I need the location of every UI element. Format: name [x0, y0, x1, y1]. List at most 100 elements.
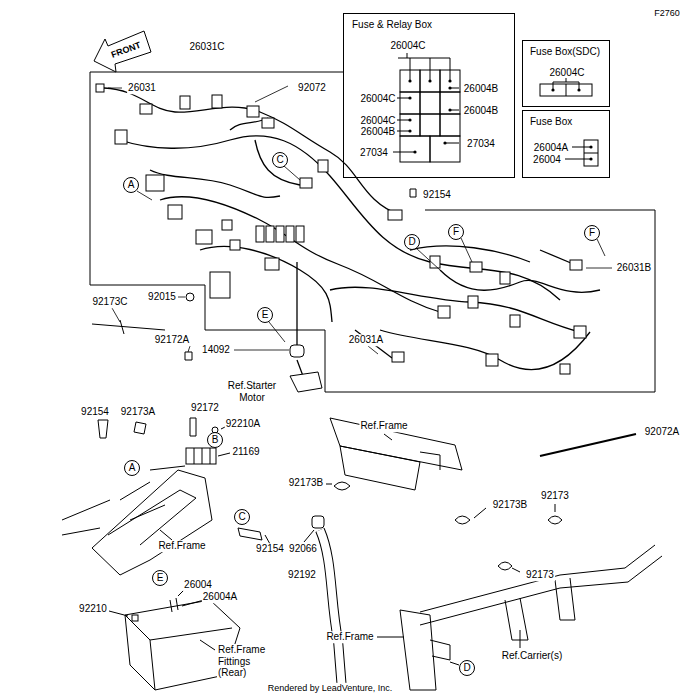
- wire-connector: [510, 315, 520, 327]
- wire-connector: [266, 226, 274, 242]
- wire-connector: [290, 345, 304, 357]
- fuse-grid: [430, 136, 460, 162]
- callout-circle: [449, 225, 464, 240]
- carrier-frame: [420, 556, 662, 625]
- part-label: 92173B: [492, 499, 528, 511]
- fuse-grid: [420, 114, 440, 136]
- harness-wire: [104, 88, 600, 376]
- wire-connector: [500, 272, 510, 284]
- part-label: Ref.Frame: [325, 631, 374, 643]
- frame-bracket: [92, 470, 212, 575]
- harness-wire: [160, 197, 440, 312]
- carrier-frame: [555, 578, 575, 620]
- part-number: 26004C: [549, 67, 584, 79]
- part-number: 27034: [360, 147, 388, 159]
- front-arrow: [94, 31, 151, 72]
- carrier-frame: [520, 630, 521, 648]
- part-number: 26004C: [360, 115, 395, 127]
- part-number: 26004B: [464, 83, 498, 95]
- harness-wire: [380, 330, 590, 370]
- part-label: 92154: [255, 543, 285, 555]
- callout-circle: [460, 661, 475, 676]
- harness-wire: [297, 360, 303, 376]
- part-label: 92173: [525, 569, 555, 581]
- part-label: Ref.Frame: [359, 420, 408, 432]
- part-label: 92066: [288, 543, 318, 555]
- callout-circle: [258, 308, 273, 323]
- frame-plate: [430, 640, 450, 660]
- leader-line: [255, 86, 288, 102]
- wire-connector: [300, 178, 312, 188]
- wire-connector: [286, 226, 294, 242]
- leader-line: [178, 297, 185, 298]
- frame-bracket: [160, 426, 270, 544]
- battery-box: [109, 588, 215, 650]
- leader-line: [461, 238, 472, 262]
- frame-tube: [384, 434, 392, 440]
- leader-line: [108, 86, 612, 354]
- frame-bracket: [194, 448, 210, 464]
- wire-connector: [392, 352, 404, 362]
- wire-connector: [262, 118, 274, 128]
- callout-circle: [273, 153, 288, 168]
- callout-circle: [585, 226, 600, 241]
- wire-connector: [196, 230, 212, 244]
- frame-tube: [540, 434, 636, 456]
- frame-tube: [304, 418, 636, 542]
- fuse-box-symbol: [589, 145, 592, 148]
- part-label: 92192: [287, 569, 317, 581]
- fuse-grid: [393, 53, 460, 162]
- carrier-frame: [420, 504, 662, 648]
- part-label: 26031C: [188, 41, 225, 53]
- part-label: 92173: [540, 490, 570, 502]
- wire-connector: [115, 130, 127, 144]
- fuse-grid: [393, 88, 459, 152]
- fuse-box-symbol: [565, 140, 598, 166]
- fuse-box-sdc-symbol: [553, 78, 579, 96]
- fuse-grid: [408, 79, 451, 153]
- fuse-box-sdc-symbol: [540, 78, 592, 96]
- leader-line: [416, 248, 440, 270]
- callout-circle: [235, 510, 250, 525]
- wire-connector: [574, 326, 586, 338]
- fuse-grid: [448, 79, 451, 82]
- fuse-box-symbol: [589, 145, 592, 160]
- callout-letter: F: [589, 227, 595, 239]
- fuse-grid: [443, 141, 446, 144]
- fuse-box: Fuse Box26004A26004: [522, 110, 610, 178]
- frame-tube: [326, 484, 332, 485]
- callout-letter: B: [207, 432, 223, 448]
- part-label: 92172A: [154, 334, 190, 346]
- wire-connector: [470, 262, 482, 272]
- part-label: 92072: [297, 82, 327, 94]
- wire-connector: [388, 210, 402, 220]
- part-label: Ref.Frame Fittings (Rear): [217, 644, 273, 679]
- fuse-grid: [448, 108, 451, 111]
- callout-letter: C: [276, 154, 283, 166]
- part-label: 26031A: [348, 334, 384, 346]
- wire-connector: [318, 160, 328, 172]
- leader-line: [368, 346, 378, 354]
- fastener: [410, 189, 416, 197]
- wire-connector: [230, 240, 240, 250]
- frame-tube: [334, 482, 350, 490]
- part-number: 26004B: [361, 126, 395, 138]
- fuse-grid: [408, 118, 411, 121]
- wire-connector: [96, 84, 586, 392]
- callout-letter: B: [212, 434, 219, 446]
- fastener: [92, 189, 416, 360]
- wire-connector: [290, 372, 322, 392]
- wire-connector: [265, 258, 279, 270]
- wire-connector: [212, 95, 222, 108]
- part-label: 92173A: [120, 406, 156, 418]
- harness-wire: [120, 136, 560, 300]
- hose: [320, 530, 342, 690]
- frame-plate: [450, 662, 459, 665]
- harness-wire: [440, 270, 600, 292]
- frame-tube: [420, 452, 440, 470]
- part-label: 92072A: [644, 426, 680, 438]
- fuse-grid: [428, 79, 431, 82]
- callout-circle: [153, 571, 168, 586]
- part-label: 14092: [201, 344, 231, 356]
